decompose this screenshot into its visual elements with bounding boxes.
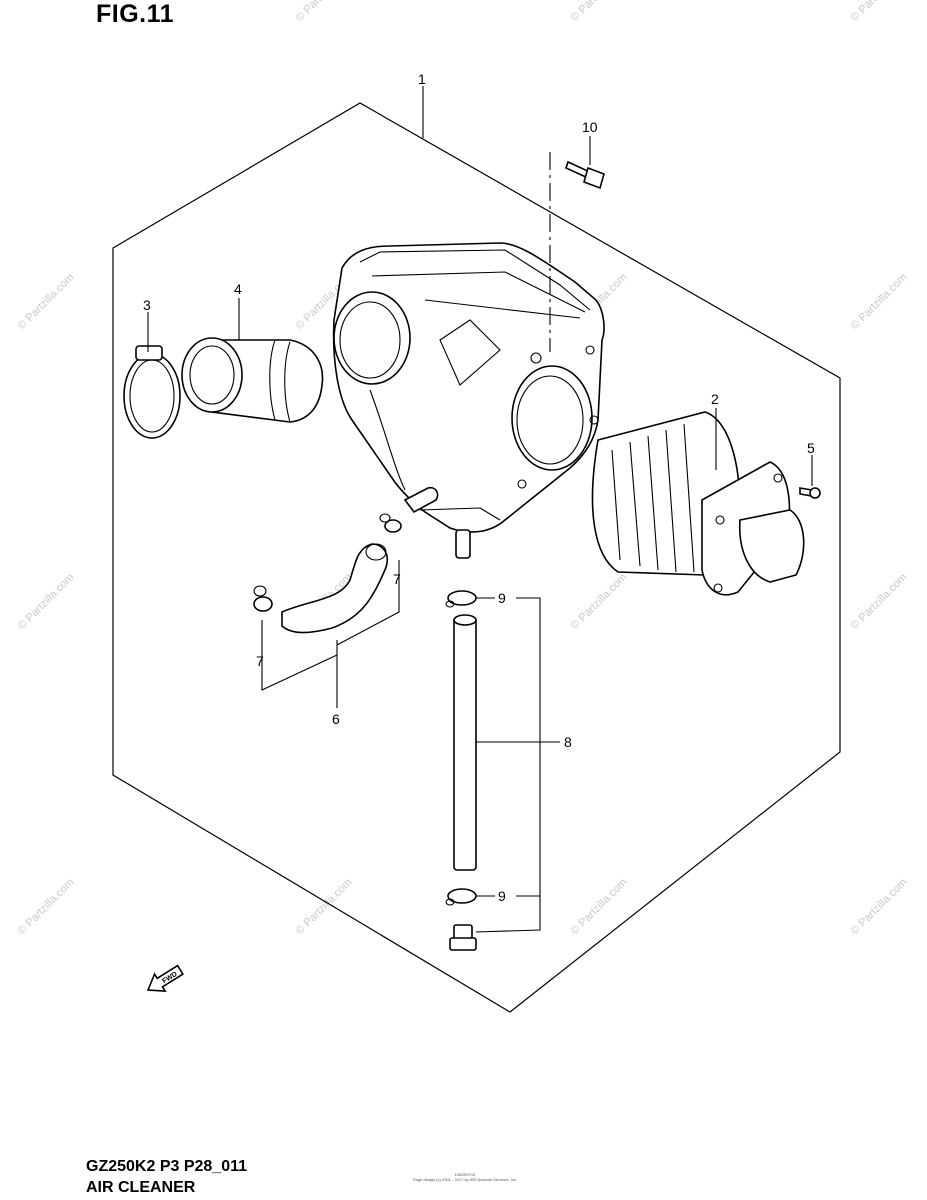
drain-tube-8[interactable] xyxy=(453,614,477,871)
watermark: © Partzilla.com xyxy=(849,0,910,24)
callout-5: 5 xyxy=(807,440,815,456)
callout-7a: 7 xyxy=(393,571,401,587)
watermark: © Partzilla.com xyxy=(16,876,77,937)
callout-4: 4 xyxy=(234,281,242,297)
callout-8: 8 xyxy=(564,734,572,750)
clamp-9a[interactable] xyxy=(445,590,477,608)
callout-10: 10 xyxy=(582,119,598,135)
drain-plug[interactable] xyxy=(449,924,477,951)
callout-2: 2 xyxy=(711,391,719,407)
intake-tube-4[interactable] xyxy=(181,337,324,423)
drain-hose-6[interactable] xyxy=(281,543,388,634)
watermark: © Partzilla.com xyxy=(569,0,630,24)
watermark: © Partzilla.com xyxy=(294,876,355,937)
callout-6: 6 xyxy=(332,711,340,727)
callout-3: 3 xyxy=(143,297,151,313)
watermark: © Partzilla.com xyxy=(849,571,910,632)
watermark: © Partzilla.com xyxy=(849,876,910,937)
footer-text: Page design (c) 2001 - 2017 by ARI Netwo… xyxy=(412,1177,518,1182)
callout-9a: 9 xyxy=(498,590,506,606)
watermark: © Partzilla.com xyxy=(294,0,355,24)
watermark: © Partzilla.com xyxy=(16,571,77,632)
callouts: 1 10 4 3 2 5 7 7 6 9 8 9 xyxy=(143,71,815,904)
footer-credit: 1082R0715 Page design (c) 2001 - 2017 by… xyxy=(400,1172,530,1182)
assembly-boundary xyxy=(112,102,841,1013)
clip-7a[interactable] xyxy=(379,513,402,533)
callout-1: 1 xyxy=(418,71,426,87)
filter-element-2[interactable] xyxy=(591,411,805,596)
leader-lines xyxy=(147,86,717,933)
watermark: © Partzilla.com xyxy=(569,571,630,632)
figure-title: FIG.11 xyxy=(96,0,175,28)
watermark: © Partzilla.com xyxy=(569,876,630,937)
clip-7b[interactable] xyxy=(253,585,273,612)
clamp-3[interactable] xyxy=(123,345,181,439)
forward-arrow: FWD xyxy=(146,964,184,992)
clamp-9b[interactable] xyxy=(445,888,477,906)
watermark: © Partzilla.com xyxy=(16,271,77,332)
footer-id: 1082R0715 xyxy=(454,1172,476,1177)
model-code: GZ250K2 P3 P28_011 xyxy=(86,1158,248,1175)
section-name: AIR CLEANER xyxy=(86,1179,196,1196)
air-cleaner-box[interactable] xyxy=(332,242,605,559)
bolt-10[interactable] xyxy=(549,152,605,352)
screw-5[interactable] xyxy=(799,455,821,499)
callout-7b: 7 xyxy=(256,653,264,669)
callout-9b: 9 xyxy=(498,888,506,904)
watermark: © Partzilla.com xyxy=(849,271,910,332)
